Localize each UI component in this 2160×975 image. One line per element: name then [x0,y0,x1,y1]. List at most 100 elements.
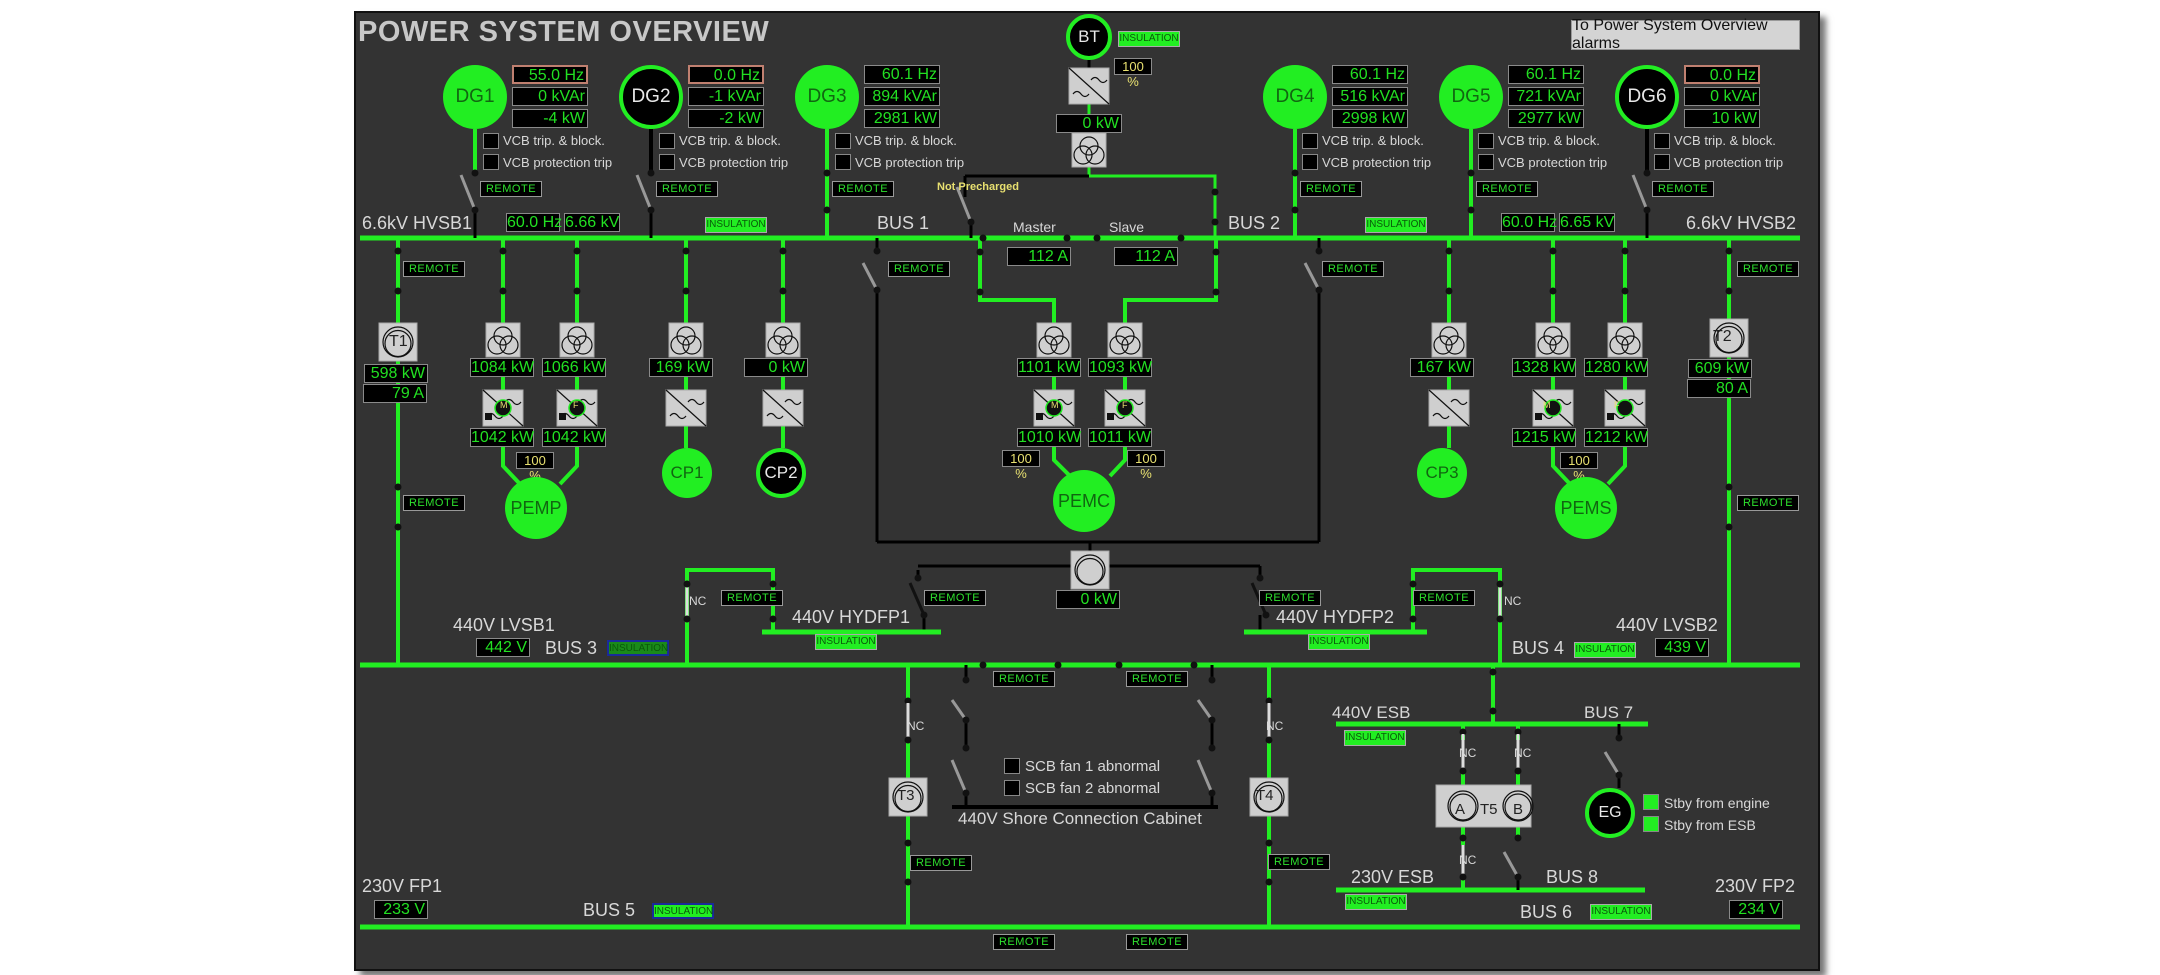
master-label: Master [1013,219,1056,235]
hydfp1-tie-remote-button[interactable]: REMOTE [924,590,986,606]
pemp-m-output [501,447,522,486]
hydfp1-remote-button[interactable]: REMOTE [721,590,783,606]
ac-wave [1554,398,1572,406]
breaker-contact [1212,288,1220,296]
bus5-remote-button-1[interactable]: REMOTE [993,934,1055,950]
motor-pemp[interactable]: PEMP [505,477,567,539]
hydfp1-insulation-button[interactable]: INSULATION [815,634,877,650]
dg1-remote-button[interactable]: REMOTE [480,181,542,197]
pemp-m-transformer-icon [485,322,521,358]
battery-bt[interactable]: BT [1066,14,1112,60]
lvsb1-label: 440V LVSB1 [453,615,555,635]
winding-circle [487,335,507,355]
pems-f-drive-letter: F [1614,400,1620,410]
winding-circle [1085,145,1105,165]
t5a-label: A [1455,801,1466,818]
generator-dg2[interactable]: DG2 [619,65,683,129]
cp1-power: 169 kW [649,358,713,377]
breaker-contact [1496,615,1504,623]
winding-circle [1504,793,1532,821]
generator-dg5[interactable]: DG5 [1439,65,1503,129]
hydfp2-tie-remote-button[interactable]: REMOTE [1259,590,1321,606]
breaker-contact [1256,574,1264,582]
shore-remote-button-2[interactable]: REMOTE [1126,671,1188,687]
t4-remote-button[interactable]: REMOTE [1268,854,1330,870]
pemc-f-drive-icon [1104,389,1146,427]
hydraulic-motor-power: 0 kW [1056,590,1120,609]
breaker-contact [779,247,787,255]
t4-transformer-icon [1249,777,1289,817]
breaker-contact [873,286,881,294]
breaker-contact [1489,668,1497,676]
hvsb1-insulation-button[interactable]: INSULATION [705,217,767,233]
breaker-contact [573,287,581,295]
nc-label-t4: NC [1266,719,1284,733]
motor-cp2[interactable]: CP2 [756,448,806,498]
dg5-remote-button[interactable]: REMOTE [1476,181,1538,197]
hvsb2-insulation-button[interactable]: INSULATION [1365,217,1427,233]
hydfp1-feeder-remote-button[interactable]: REMOTE [888,261,950,277]
motor-pemc[interactable]: PEMC [1053,470,1115,532]
hvsb1-voltage: 6.66 kV [564,213,620,232]
pems-percent: 100 % [1560,452,1598,483]
t3-remote-button[interactable]: REMOTE [910,855,972,871]
shore-remote-button-1[interactable]: REMOTE [993,671,1055,687]
cp1-converter-icon [665,389,707,427]
breaker-contact [1489,707,1497,715]
shore-connection-label: 440V Shore Connection Cabinet [958,809,1202,828]
breaker-contact [1725,287,1733,295]
dg5-vcb-trip-block-label: VCB trip. & block. [1498,133,1600,148]
motor-cp3[interactable]: CP3 [1417,448,1467,498]
battery-charge-percent: 100 % [1114,58,1152,89]
shore-breaker [1196,699,1214,721]
bus6-insulation-button[interactable]: INSULATION [1590,904,1652,920]
ac-wave [1055,398,1073,406]
bus4-label: BUS 4 [1512,638,1565,658]
breaker-contact [1315,247,1323,255]
winding-circle [670,335,690,355]
hydfp2-insulation-button[interactable]: INSULATION [1308,634,1370,650]
dg3-remote-button[interactable]: REMOTE [832,181,894,197]
generator-dg6[interactable]: DG6 [1615,65,1679,129]
breaker-contact [920,611,928,619]
esb230-insulation-button[interactable]: INSULATION [1345,894,1407,910]
generator-dg4[interactable]: DG4 [1263,65,1327,129]
breaker-contact [394,483,402,491]
bus5-insulation-button[interactable]: INSULATION [652,903,714,919]
dg4-vcb-protection-trip-indicator [1302,154,1318,170]
breaker-contact [647,206,655,214]
dg5-reactive-power: 721 kVAr [1508,87,1584,106]
dg6-remote-button[interactable]: REMOTE [1652,181,1714,197]
t1-secondary-remote-button[interactable]: REMOTE [403,495,465,511]
winding-circle [1609,335,1629,355]
alarms-button[interactable]: To Power System Overview alarms [1571,17,1800,52]
hydfp2-feeder-remote-button[interactable]: REMOTE [1322,261,1384,277]
bus3-insulation-button[interactable]: INSULATION [607,640,669,656]
dg2-remote-button[interactable]: REMOTE [656,181,718,197]
t1-remote-button[interactable]: REMOTE [403,261,465,277]
motor-pems[interactable]: PEMS [1555,477,1617,539]
t2-secondary-remote-button[interactable]: REMOTE [1737,495,1799,511]
dg4-remote-button[interactable]: REMOTE [1300,181,1362,197]
breaker-contact [471,206,479,214]
t2-transformer-icon [1709,318,1749,358]
bus5-remote-button-2[interactable]: REMOTE [1126,934,1188,950]
pemp-m-input-power: 1084 kW [470,358,535,377]
generator-dg1[interactable]: DG1 [443,65,507,129]
drive-mode-square [1036,413,1043,420]
emergency-generator-eg[interactable]: EG [1585,788,1635,838]
bus4-insulation-button[interactable]: INSULATION [1574,642,1636,658]
winding-circle [1549,335,1569,355]
generator-dg3[interactable]: DG3 [795,65,859,129]
t2-remote-button[interactable]: REMOTE [1737,261,1799,277]
cp2-power: 0 kW [744,358,808,377]
cp2-transformer-icon [765,322,801,358]
esb440-insulation-button[interactable]: INSULATION [1344,730,1406,746]
motor-cp1[interactable]: CP1 [662,448,712,498]
hydfp2-remote-button[interactable]: REMOTE [1413,590,1475,606]
winding-circle [1502,790,1534,822]
dg4-vcb-trip-block-label: VCB trip. & block. [1322,133,1424,148]
dg3-frequency: 60.1 Hz [864,65,940,84]
battery-insulation-button[interactable]: INSULATION [1118,31,1180,47]
not-precharged-label: Not Precharged [937,181,1019,193]
